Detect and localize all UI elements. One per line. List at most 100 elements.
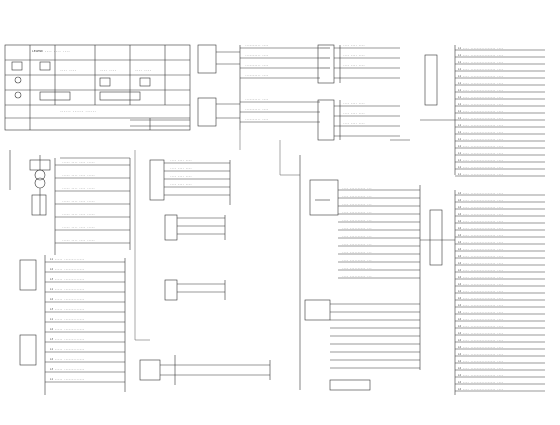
feeder-row-label: L2 ---- ---------------- ---- <box>458 303 504 307</box>
feeder-row-label: L1 ---- ---------------- ---- <box>458 165 504 169</box>
svg-text:L1 ----- -------------: L1 ----- ------------- <box>50 287 85 291</box>
left-lower-text: L1 ----- ------------- L2 ----- --------… <box>50 257 85 381</box>
feeder-row-label: L2 ---- ---------------- ---- <box>458 254 504 258</box>
svg-text:---------- ----: ---------- ---- <box>245 44 269 47</box>
svg-text:L2 ----- -------------: L2 ----- ------------- <box>50 357 85 361</box>
svg-text:---- ----: ---- ---- <box>135 68 151 72</box>
svg-text:----- ---- ---- -----: ----- ---- ---- ----- <box>62 226 95 229</box>
connection-lines <box>134 130 300 341</box>
feeder-row-label: ---- ---------- --- <box>342 243 372 246</box>
right-upper-distribution-list <box>420 45 545 177</box>
feeder-row-label: L1 ---- ---------------- ---- <box>458 88 504 92</box>
svg-text:---- ----: ---- ---- <box>60 68 76 72</box>
feeder-row-label: L1 ---- ---------------- ---- <box>458 172 504 176</box>
feeder-row-label: L2 ---- ---------------- ---- <box>458 338 504 342</box>
top-feeder-block-a <box>197 44 330 130</box>
right-lower-distribution-list <box>420 190 545 395</box>
svg-text:---------- ----: ---------- ---- <box>245 74 269 77</box>
svg-text:---- ----: ---- ---- <box>100 68 116 72</box>
feeder-row-label: ---- ---------- --- <box>342 219 372 222</box>
svg-text:L3 ----- -------------: L3 ----- ------------- <box>50 307 85 311</box>
feeder-row-label: L1 ---- ---------------- ---- <box>458 53 504 57</box>
feeder-row-label: L2 ---- ---------------- ---- <box>458 345 504 349</box>
svg-text:---- ---- ----: ---- ---- ---- <box>343 112 365 115</box>
feeder-row-label: L2 ---- ---------------- ---- <box>458 289 504 293</box>
mid-feeder-text: ---- ---- ---- ---- ---- ---- ---- ---- … <box>170 159 192 186</box>
feeder-row-label: L1 ---- ---------------- ---- <box>458 81 504 85</box>
svg-text:---- ---- ----: ---- ---- ---- <box>343 44 365 47</box>
left-mid-transformer-block <box>9 150 131 255</box>
svg-text:L3 ----- -------------: L3 ----- ------------- <box>50 277 85 281</box>
meter-block <box>39 91 71 101</box>
feeder-row-label: L1 ---- ---------------- ---- <box>458 137 504 141</box>
meter-block <box>99 91 141 101</box>
feeder-row-label: L2 ---- ---------------- ---- <box>458 226 504 230</box>
feeder-row-label: L1 ---- ---------------- ---- <box>458 151 504 155</box>
svg-text:---- ---- ----: ---- ---- ---- <box>170 167 192 170</box>
feeder-row-label: L2 ---- ---------------- ---- <box>458 233 504 237</box>
svg-text:L3 ----- -------------: L3 ----- ------------- <box>50 367 85 371</box>
feeder-row-label: L1 ---- ---------------- ---- <box>458 109 504 113</box>
svg-text:L3 ----- -------------: L3 ----- ------------- <box>50 337 85 341</box>
feeder-row-label: L1 ---- ---------------- ---- <box>458 144 504 148</box>
top-feeder-block-b-text: ---- ---- ---- ---- ---- ---- ---- ---- … <box>343 44 365 125</box>
feeder-row-label: L2 ---- ---------------- ---- <box>458 310 504 314</box>
right-lower-text: L2 ---- ---------------- ---- L2 ---- ---… <box>458 191 504 391</box>
bottom-middle-blocks <box>139 355 271 385</box>
feeder-row-label: L2 ---- ---------------- ---- <box>458 373 504 377</box>
transformer-symbol <box>34 169 46 181</box>
feeder-row-label: L2 ---- ---------------- ---- <box>458 359 504 363</box>
feeder-row-label: L2 ---- ---------------- ---- <box>458 198 504 202</box>
right-upper-text: L1 ---- ---------------- ---- L1 ---- ---… <box>458 46 504 176</box>
svg-text:L1 ----- -------------: L1 ----- ------------- <box>50 317 85 321</box>
left-lower-feeder-list <box>19 255 126 395</box>
mid-feeder-blocks <box>149 159 231 301</box>
top-feeder-block-a-text: ---------- ---- ---------- ---- --------… <box>245 44 269 121</box>
feeder-row-label: L2 ---- ---------------- ---- <box>458 205 504 209</box>
svg-text:L1 ----- -------------: L1 ----- ------------- <box>50 257 85 261</box>
feeder-row-label: L2 ---- ---------------- ---- <box>458 324 504 328</box>
svg-text:---------- ----: ---------- ---- <box>245 118 269 121</box>
feeder-row-label: L2 ---- ---------------- ---- <box>458 261 504 265</box>
svg-text:L1 ----- -------------: L1 ----- ------------- <box>50 347 85 351</box>
feeder-row-label: L2 ---- ---------------- ---- <box>458 212 504 216</box>
left-mid-text: ----- ---- ---- ----- ----- ---- ---- --… <box>62 161 95 242</box>
svg-text:---- ---- ----: ---- ---- ---- <box>343 64 365 67</box>
feeder-row-label: L1 ---- ---------------- ---- <box>458 67 504 71</box>
top-left-panel-text: LEGEND ---- ---- ---- ---- ---- ---- ---… <box>32 49 151 113</box>
svg-text:L1 ----- -------------: L1 ----- ------------- <box>50 377 85 381</box>
feeder-row-label: L2 ---- ---------------- ---- <box>458 219 504 223</box>
feeder-row-label: ---- ---------- --- <box>342 275 372 278</box>
feeder-row-label: ---- ---------- --- <box>342 267 372 270</box>
feeder-row-label: L2 ---- ---------------- ---- <box>458 387 504 391</box>
feeder-row-label: L2 ---- ---------------- ---- <box>458 352 504 356</box>
feeder-row-label: ---- ---------- --- <box>342 227 372 230</box>
feeder-row-label: L2 ---- ---------------- ---- <box>458 296 504 300</box>
svg-text:---- ---- ----: ---- ---- ---- <box>170 175 192 178</box>
svg-text:---------- ----: ---------- ---- <box>245 108 269 111</box>
feeder-row-label: L1 ---- ---------------- ---- <box>458 123 504 127</box>
feeder-row-label: L2 ---- ---------------- ---- <box>458 191 504 195</box>
top-left-switchgear-panel <box>4 44 191 131</box>
svg-text:----- ---- ---- -----: ----- ---- ---- ----- <box>62 213 95 216</box>
breaker-symbol <box>39 61 51 71</box>
feeder-row-label: ---- ---------- --- <box>342 211 372 214</box>
feeder-row-label: L1 ---- ---------------- ---- <box>458 74 504 78</box>
feeder-row-label: L1 ---- ---------------- ---- <box>458 95 504 99</box>
svg-text:------ ------ ------: ------ ------ ------ <box>60 109 96 113</box>
svg-text:----- ---- ---- -----: ----- ---- ---- ----- <box>62 239 95 242</box>
feeder-row-label: ---- ---------- --- <box>342 195 372 198</box>
svg-text:L2 ----- -------------: L2 ----- ------------- <box>50 327 85 331</box>
svg-text:---- ---- ----: ---- ---- ---- <box>343 102 365 105</box>
feeder-row-label: L2 ---- ---------------- ---- <box>458 240 504 244</box>
breaker-symbol <box>139 77 151 87</box>
svg-text:L2 ----- -------------: L2 ----- ------------- <box>50 297 85 301</box>
svg-text:LEGEND ---- ---- ----: LEGEND ---- ---- ---- <box>32 49 70 53</box>
feeder-row-label: L2 ---- ---------------- ---- <box>458 366 504 370</box>
feeder-row-label: L1 ---- ---------------- ---- <box>458 130 504 134</box>
feeder-row-label: L2 ---- ---------------- ---- <box>458 282 504 286</box>
center-right-text: ---- ---------- --- ---- ---------- --- --… <box>342 187 372 278</box>
feeder-row-label: L2 ---- ---------------- ---- <box>458 275 504 279</box>
